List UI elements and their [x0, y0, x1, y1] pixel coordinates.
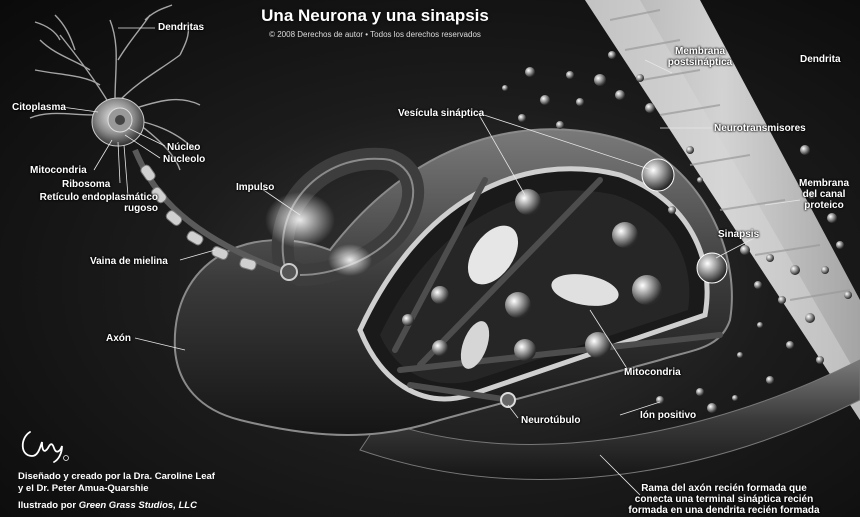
label-rama-line3: formada en una dendrita recién formada: [614, 505, 834, 516]
label-membrana-post-line1: Membrana: [655, 46, 745, 57]
label-mitocondria-terminal: Mitocondria: [624, 367, 681, 378]
copyright-notice: © 2008 Derechos de autor • Todos los der…: [230, 30, 520, 39]
label-vaina-mielina: Vaina de mielina: [90, 256, 168, 267]
credit-line2: y el Dr. Peter Amua-Quarshie: [18, 483, 215, 495]
label-ion-positivo: Ión positivo: [640, 410, 696, 421]
label-impulso: Impulso: [236, 182, 274, 193]
label-neurotubulo: Neurotúbulo: [521, 415, 580, 426]
label-membrana-postsinaptica: Membrana postsináptica: [655, 46, 745, 68]
credit-line1: Diseñado y creado por la Dra. Caroline L…: [18, 471, 215, 483]
label-membrana-canal-line3: proteico: [790, 200, 858, 211]
label-axon: Axón: [106, 333, 131, 344]
label-membrana-canal-proteico: Membrana del canal proteico: [790, 178, 858, 211]
label-sinapsis: Sinapsis: [718, 229, 759, 240]
label-reticulo-line1: Retículo endoplasmático: [18, 192, 158, 203]
label-citoplasma: Citoplasma: [12, 102, 66, 113]
axon-terminal: [175, 129, 732, 435]
label-rama-line1: Rama del axón recién formada que: [614, 483, 834, 494]
label-rama-line2: conecta una terminal sináptica recién: [614, 494, 834, 505]
label-reticulo-line2: rugoso: [18, 203, 158, 214]
credit-studio: Green Grass Studios, LLC: [79, 500, 197, 511]
label-mitocondria-cell: Mitocondria: [30, 165, 87, 176]
label-membrana-canal-line2: del canal: [790, 189, 858, 200]
credit-designers: Diseñado y creado por la Dra. Caroline L…: [18, 471, 215, 495]
label-vesicula-sinaptica: Vesícula sináptica: [398, 108, 484, 119]
page-title: Una Neurona y una sinapsis: [230, 6, 520, 26]
label-ribosoma: Ribosoma: [62, 179, 110, 190]
signature-logo: [16, 424, 72, 464]
label-rama-axon: Rama del axón recién formada que conecta…: [614, 483, 834, 516]
label-membrana-canal-line1: Membrana: [790, 178, 858, 189]
credit-line3-prefix: Ilustrado por: [18, 500, 79, 511]
label-neurotransmisores: Neurotransmisores: [714, 123, 806, 134]
label-nucleolo: Nucleolo: [163, 154, 205, 165]
label-reticulo: Retículo endoplasmático rugoso: [18, 192, 158, 214]
label-dendritas: Dendritas: [158, 22, 204, 33]
credit-illustrator: Ilustrado por Green Grass Studios, LLC: [18, 500, 197, 512]
label-nucleo: Núcleo: [167, 142, 200, 153]
label-dendrita: Dendrita: [800, 54, 841, 65]
label-membrana-post-line2: postsináptica: [655, 57, 745, 68]
